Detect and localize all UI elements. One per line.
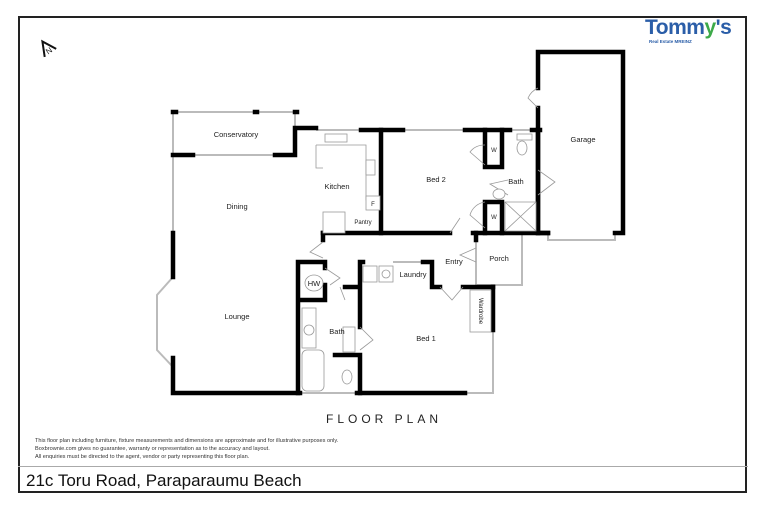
room-w-lower: W xyxy=(491,215,497,221)
room-porch: Porch xyxy=(489,254,509,263)
toilet-cistern xyxy=(516,133,533,141)
walls xyxy=(170,49,626,396)
logo-text: Tomm xyxy=(645,16,705,39)
room-garage: Garage xyxy=(570,135,595,144)
wardrobe xyxy=(469,289,492,333)
property-address: 21c Toru Road, Paraparaumu Beach xyxy=(26,471,302,490)
fridge-label: F xyxy=(371,202,375,208)
kitchen-cabinet xyxy=(322,211,346,234)
room-bed2: Bed 2 xyxy=(426,175,446,184)
shower-icon xyxy=(504,201,537,232)
hot-water-cylinder xyxy=(304,274,324,292)
logo-tagline: Real Estate MREINZ xyxy=(649,39,692,44)
room-hw: HW xyxy=(308,279,321,288)
room-labels: Conservatory Kitchen Dining Pantry Loung… xyxy=(214,130,596,343)
logo-text-end: 's xyxy=(715,16,732,39)
page-frame xyxy=(18,16,747,493)
room-pantry: Pantry xyxy=(354,220,371,226)
room-wardrobe: Wardrobe xyxy=(477,298,483,325)
kitchen-counter xyxy=(315,144,374,210)
room-laundry: Laundry xyxy=(399,270,426,279)
bathtub-icon xyxy=(301,349,325,392)
sink-icon xyxy=(324,133,348,143)
north-arrow-icon: N xyxy=(41,39,57,58)
fridge-space xyxy=(365,195,381,211)
plan-title: FLOOR PLAN xyxy=(325,412,443,426)
room-bath-lower: Bath xyxy=(329,327,344,336)
cooktop-icon xyxy=(365,159,376,176)
disclaimer-line: Boxbrownie.com gives no guarantee, warra… xyxy=(35,446,270,452)
toilet-icon xyxy=(516,140,528,156)
windows xyxy=(156,111,616,394)
fixtures: F xyxy=(301,133,537,392)
room-entry: Entry xyxy=(445,257,463,266)
room-lounge: Lounge xyxy=(224,312,249,321)
room-w-upper: W xyxy=(491,148,497,154)
toilet-icon-2 xyxy=(341,369,353,385)
disclaimer-line: All enquiries must be directed to the ag… xyxy=(35,454,250,460)
room-kitchen: Kitchen xyxy=(324,182,349,191)
tub-icon xyxy=(362,265,378,283)
room-bath-upper: Bath xyxy=(508,177,523,186)
room-bed1: Bed 1 xyxy=(416,334,436,343)
logo-text-y: y xyxy=(704,16,716,39)
basin-icon-2 xyxy=(303,324,315,336)
disclaimer: This floor plan including furniture, fix… xyxy=(35,437,338,461)
disclaimer-line: This floor plan including furniture, fix… xyxy=(35,438,339,444)
divider xyxy=(18,466,748,467)
room-dining: Dining xyxy=(226,202,247,211)
agency-logo: Tommy's Real Estate MREINZ xyxy=(645,17,749,45)
shower-2 xyxy=(342,326,356,353)
room-conservatory: Conservatory xyxy=(214,130,259,139)
north-label: N xyxy=(44,45,54,56)
basin-icon xyxy=(492,188,506,200)
